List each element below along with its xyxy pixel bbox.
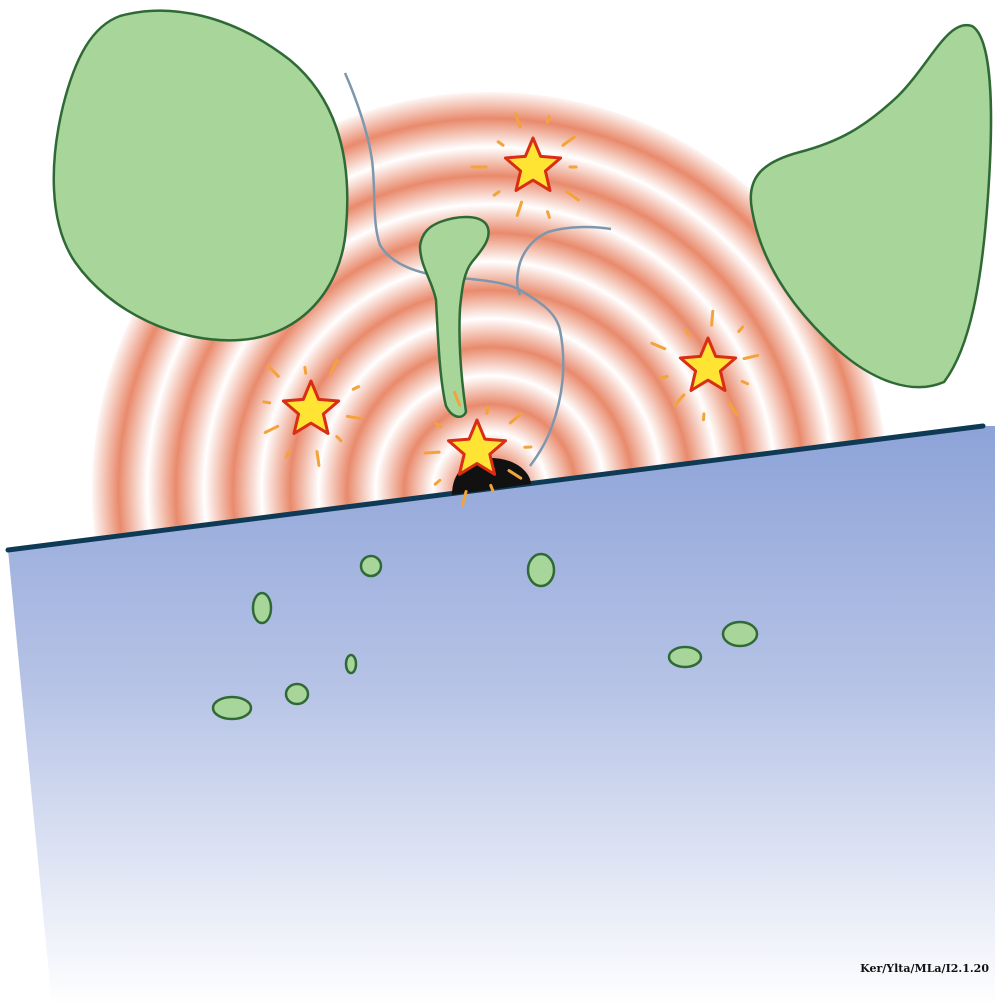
inclusion xyxy=(361,556,381,576)
inclusion xyxy=(346,655,356,673)
credit-text: Ker/Ylta/MLa/I2.1.20 xyxy=(860,962,989,975)
inclusion xyxy=(286,684,308,704)
spark-mark xyxy=(491,485,493,491)
inclusion xyxy=(669,647,701,667)
inclusion xyxy=(723,622,757,646)
spark-mark xyxy=(487,407,489,413)
inclusion xyxy=(528,554,554,586)
inclusion xyxy=(253,593,271,623)
inclusion xyxy=(213,697,251,719)
spark-mark xyxy=(264,402,270,403)
spark-mark xyxy=(712,311,713,325)
spark-mark xyxy=(661,377,667,378)
spark-mark xyxy=(548,212,550,218)
spark-mark xyxy=(548,117,550,123)
spark-mark xyxy=(317,452,319,466)
green-landmass-left xyxy=(54,11,348,341)
spark-mark xyxy=(703,414,704,420)
spark-mark xyxy=(305,367,306,373)
spark-mark xyxy=(425,452,439,453)
